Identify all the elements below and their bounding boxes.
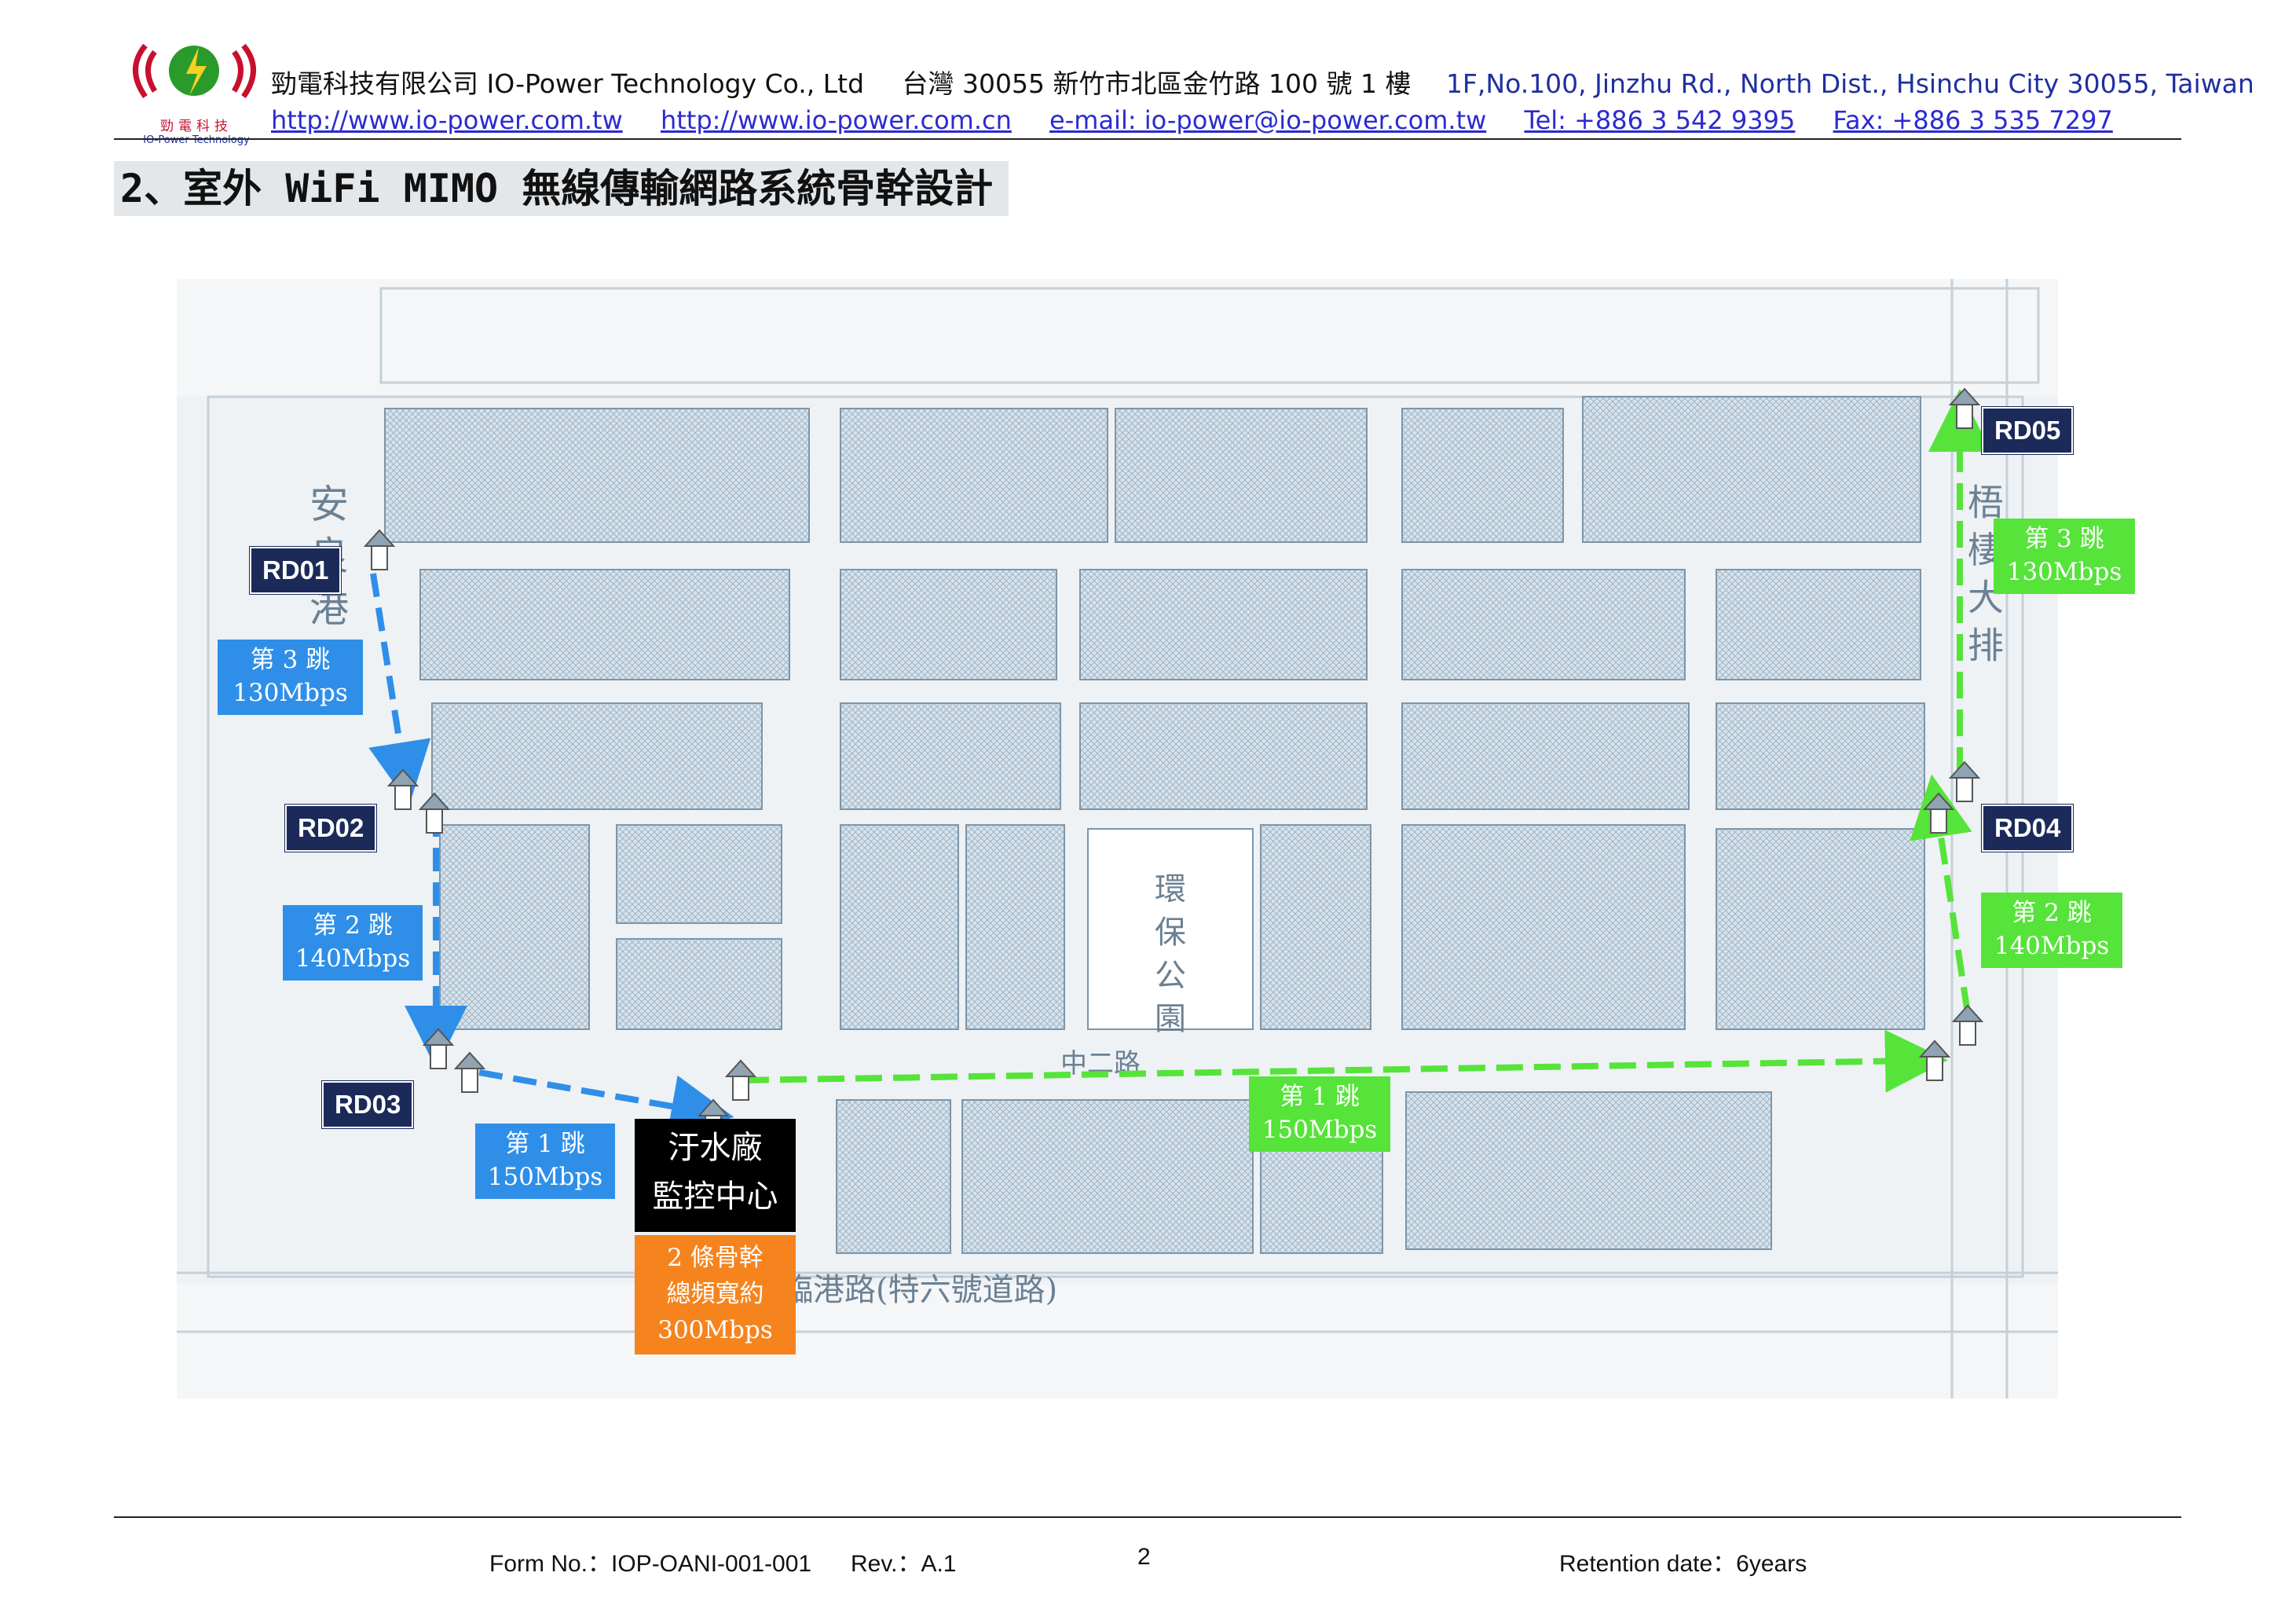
tel-text: Tel: +886 3 542 9395	[1524, 105, 1796, 135]
hop-right-3: 第 3 跳 130Mbps	[1994, 519, 2135, 594]
header-contact-line: http://www.io-power.com.tw http://www.io…	[271, 105, 2143, 135]
hop-left-3-label: 第 3 跳	[250, 646, 331, 674]
page-number: 2	[1137, 1544, 1151, 1570]
node-rd05[interactable]: RD05	[1982, 407, 2074, 454]
backbone-bandwidth-note: 2 條骨幹 總頻寬約 300Mbps	[635, 1235, 796, 1355]
fax-text: Fax: +886 3 535 7297	[1833, 105, 2113, 135]
backbone-left	[368, 573, 734, 1138]
backbone-line3: 300Mbps	[657, 1316, 773, 1344]
url-cn-link[interactable]: http://www.io-power.com.cn	[660, 105, 1012, 135]
address-zh: 台灣 30055 新竹市北區金竹路 100 號 1 樓	[902, 68, 1412, 99]
hop-right-3-label: 第 3 跳	[2024, 525, 2104, 553]
hop-right-2-rate: 140Mbps	[1994, 931, 2110, 960]
hop-left-3: 第 3 跳 130Mbps	[218, 640, 363, 715]
hop-left-1-label: 第 1 跳	[505, 1130, 585, 1158]
logo-text: 勁電科技 IO-Power Technology	[143, 119, 250, 146]
node-rd04[interactable]: RD04	[1982, 805, 2074, 852]
park-label-2: 保	[1155, 915, 1186, 951]
hop-right-2: 第 2 跳 140Mbps	[1981, 893, 2122, 968]
park-label-3: 公	[1155, 958, 1186, 994]
company-logo	[122, 30, 267, 140]
section-title: 2、室外 WiFi MIMO 無線傳輸網路系統骨幹設計	[114, 161, 1009, 216]
address-en: 1F,No.100, Jinzhu Rd., North Dist., Hsin…	[1445, 68, 2254, 99]
footer-divider	[114, 1516, 2181, 1518]
node-rd03[interactable]: RD03	[322, 1081, 414, 1128]
hop-left-2-rate: 140Mbps	[295, 944, 411, 973]
hop-left-1-rate: 150Mbps	[487, 1162, 603, 1191]
node-rd02[interactable]: RD02	[285, 805, 377, 852]
hop-right-2-label: 第 2 跳	[2012, 899, 2092, 927]
hop-left-3-rate: 130Mbps	[233, 678, 348, 707]
header-divider	[114, 138, 2181, 140]
park-label-4: 園	[1155, 1001, 1186, 1037]
backbone-right	[742, 389, 1991, 1093]
hop-left-2: 第 2 跳 140Mbps	[283, 905, 423, 981]
hop-left-2-label: 第 2 跳	[313, 911, 393, 940]
hop-right-1: 第 1 跳 150Mbps	[1249, 1076, 1390, 1152]
header-company-line: 勁電科技有限公司 IO-Power Technology Co., Ltd 台灣…	[271, 63, 2254, 101]
revision: Rev.：A.1	[851, 1551, 957, 1577]
email-link[interactable]: e-mail: io-power@io-power.com.tw	[1049, 105, 1487, 135]
hop-right-1-label: 第 1 跳	[1280, 1083, 1360, 1111]
node-rd01[interactable]: RD01	[250, 547, 342, 594]
network-map: 環 保 公 園 中二路 臨港路(特六號道路) 安 良 港 大 梧 棲 大 排	[177, 279, 2058, 1399]
form-number: Form No.：IOP-OANI-001-001	[489, 1551, 812, 1577]
hop-right-1-rate: 150Mbps	[1262, 1115, 1378, 1144]
backbone-line1: 2 條骨幹	[667, 1244, 764, 1272]
retention-date: Retention date：6years	[1559, 1551, 1807, 1577]
road-bottom-label: 臨港路(特六號道路)	[782, 1272, 1057, 1308]
company-name: 勁電科技有限公司 IO-Power Technology Co., Ltd	[271, 68, 865, 99]
hop-right-3-rate: 130Mbps	[2006, 557, 2122, 586]
antenna-icons	[363, 387, 1984, 1140]
url-tw-link[interactable]: http://www.io-power.com.tw	[271, 105, 623, 135]
center-line1: 汙水廠	[668, 1130, 763, 1166]
park-label-1: 環	[1155, 871, 1186, 907]
backbone-line2: 總頻寬約	[666, 1280, 764, 1308]
center-line2: 監控中心	[652, 1179, 778, 1215]
hop-left-1: 第 1 跳 150Mbps	[475, 1124, 615, 1199]
monitoring-center[interactable]: 汙水廠 監控中心	[635, 1119, 796, 1232]
